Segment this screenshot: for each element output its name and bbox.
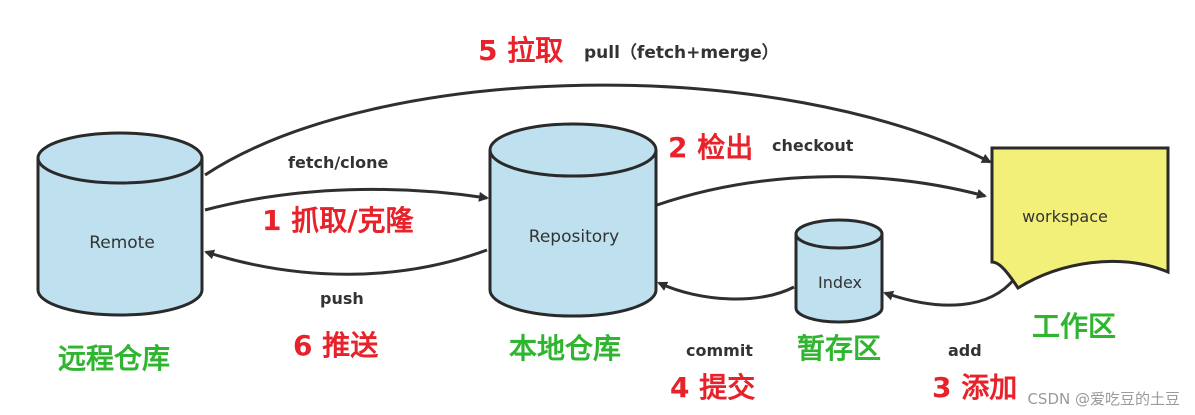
step-4-commit: 4 提交	[670, 371, 755, 404]
workspace-document	[990, 146, 1170, 291]
index-cylinder	[794, 218, 884, 324]
repository-label: Repository	[529, 227, 619, 247]
watermark: CSDN @爱吃豆的土豆	[1027, 390, 1180, 408]
pull-arrow	[204, 83, 992, 177]
repository-cylinder	[488, 122, 658, 318]
fetch-clone-label: fetch/clone	[288, 153, 389, 172]
checkout-label: checkout	[772, 136, 854, 155]
step-6-push: 6 推送	[293, 329, 378, 362]
checkout-arrow	[656, 175, 987, 207]
workspace-caption: 工作区	[1032, 310, 1116, 343]
push-label: push	[320, 289, 364, 308]
step-2-checkout: 2 检出	[668, 131, 753, 164]
commit-label: commit	[686, 341, 753, 360]
step-5-pull: 5 拉取	[478, 34, 563, 67]
fetch-clone-arrow	[204, 187, 489, 212]
index-caption: 暂存区	[797, 332, 881, 365]
step-3-add: 3 添加	[932, 371, 1017, 404]
workspace-label: workspace	[1022, 207, 1108, 226]
step-1-fetch-clone: 1 抓取/克隆	[262, 204, 414, 237]
add-arrow	[883, 277, 1017, 307]
pull-label: pull（fetch+merge）	[584, 42, 779, 63]
push-arrow	[204, 248, 488, 276]
commit-arrow	[657, 281, 795, 301]
index-label: Index	[818, 273, 862, 292]
remote-cylinder	[36, 131, 204, 317]
remote-label: Remote	[89, 233, 155, 253]
repository-caption: 本地仓库	[509, 332, 621, 365]
add-label: add	[948, 341, 982, 360]
remote-caption: 远程仓库	[58, 342, 170, 375]
